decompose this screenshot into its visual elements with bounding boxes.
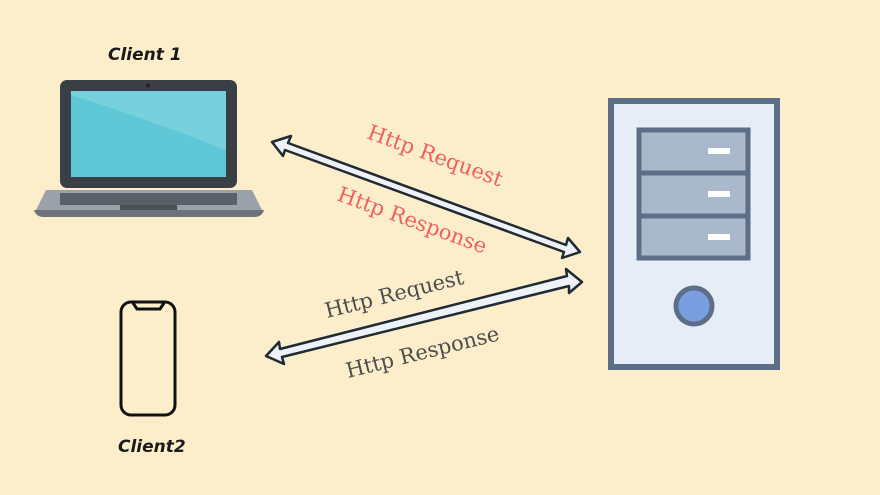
client2-label: Client2 [118, 437, 186, 457]
smartphone-icon [119, 300, 177, 417]
client1-label: Client 1 [108, 45, 182, 65]
laptop-icon [34, 80, 264, 217]
server-tower-icon [608, 98, 780, 370]
double-arrow-icon [264, 267, 584, 366]
double-arrow-icon [270, 134, 582, 260]
